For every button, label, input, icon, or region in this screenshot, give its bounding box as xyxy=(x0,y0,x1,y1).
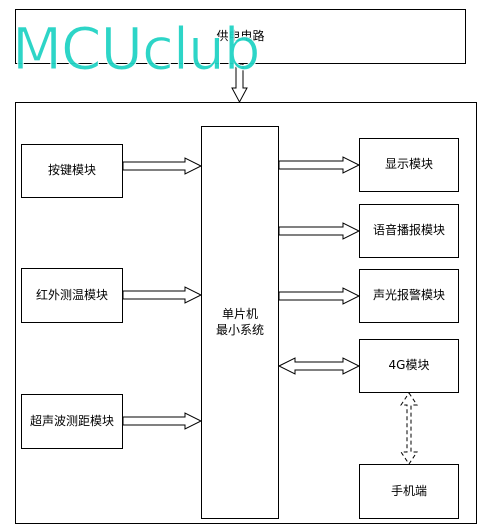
arrow-mcu-to-alarm xyxy=(278,287,361,305)
mcu-label-line2: 最小系统 xyxy=(215,322,264,337)
alarm-module-label: 声光报警模块 xyxy=(372,288,445,303)
power-supply-label: 供电电路 xyxy=(216,28,265,43)
voice-module-label: 语音播报模块 xyxy=(372,223,445,238)
key-module-label: 按键模块 xyxy=(47,163,96,178)
arrow-ir-to-mcu xyxy=(122,286,203,304)
arrow-mcu-4g-bidirectional xyxy=(277,357,361,375)
display-module-label: 显示模块 xyxy=(384,157,433,172)
power-supply-box: 供电电路 xyxy=(15,9,466,64)
arrow-power-to-system xyxy=(231,63,248,104)
alarm-module-box: 声光报警模块 xyxy=(359,269,459,323)
ultrasonic-module-box: 超声波测距模块 xyxy=(21,394,123,449)
ir-temp-module-box: 红外测温模块 xyxy=(21,268,123,323)
arrow-mcu-to-voice xyxy=(278,222,361,240)
4g-module-label: 4G模块 xyxy=(388,358,430,373)
ultrasonic-module-label: 超声波测距模块 xyxy=(29,413,114,428)
arrow-4g-phone-wireless xyxy=(400,392,418,465)
arrow-key-to-mcu xyxy=(122,157,203,175)
key-module-box: 按键模块 xyxy=(21,144,123,198)
watermark-logo: MCUclub xyxy=(12,15,262,83)
mcu-box: 单片机 最小系统 xyxy=(201,126,279,519)
mcu-label-line1: 单片机 xyxy=(221,306,258,321)
arrow-mcu-to-display xyxy=(278,156,361,174)
phone-label: 手机端 xyxy=(390,483,427,498)
arrow-ultrasonic-to-mcu xyxy=(122,412,203,430)
ir-temp-module-label: 红外测温模块 xyxy=(35,287,108,302)
voice-module-box: 语音播报模块 xyxy=(359,204,459,258)
4g-module-box: 4G模块 xyxy=(359,339,459,393)
display-module-box: 显示模块 xyxy=(359,138,459,192)
